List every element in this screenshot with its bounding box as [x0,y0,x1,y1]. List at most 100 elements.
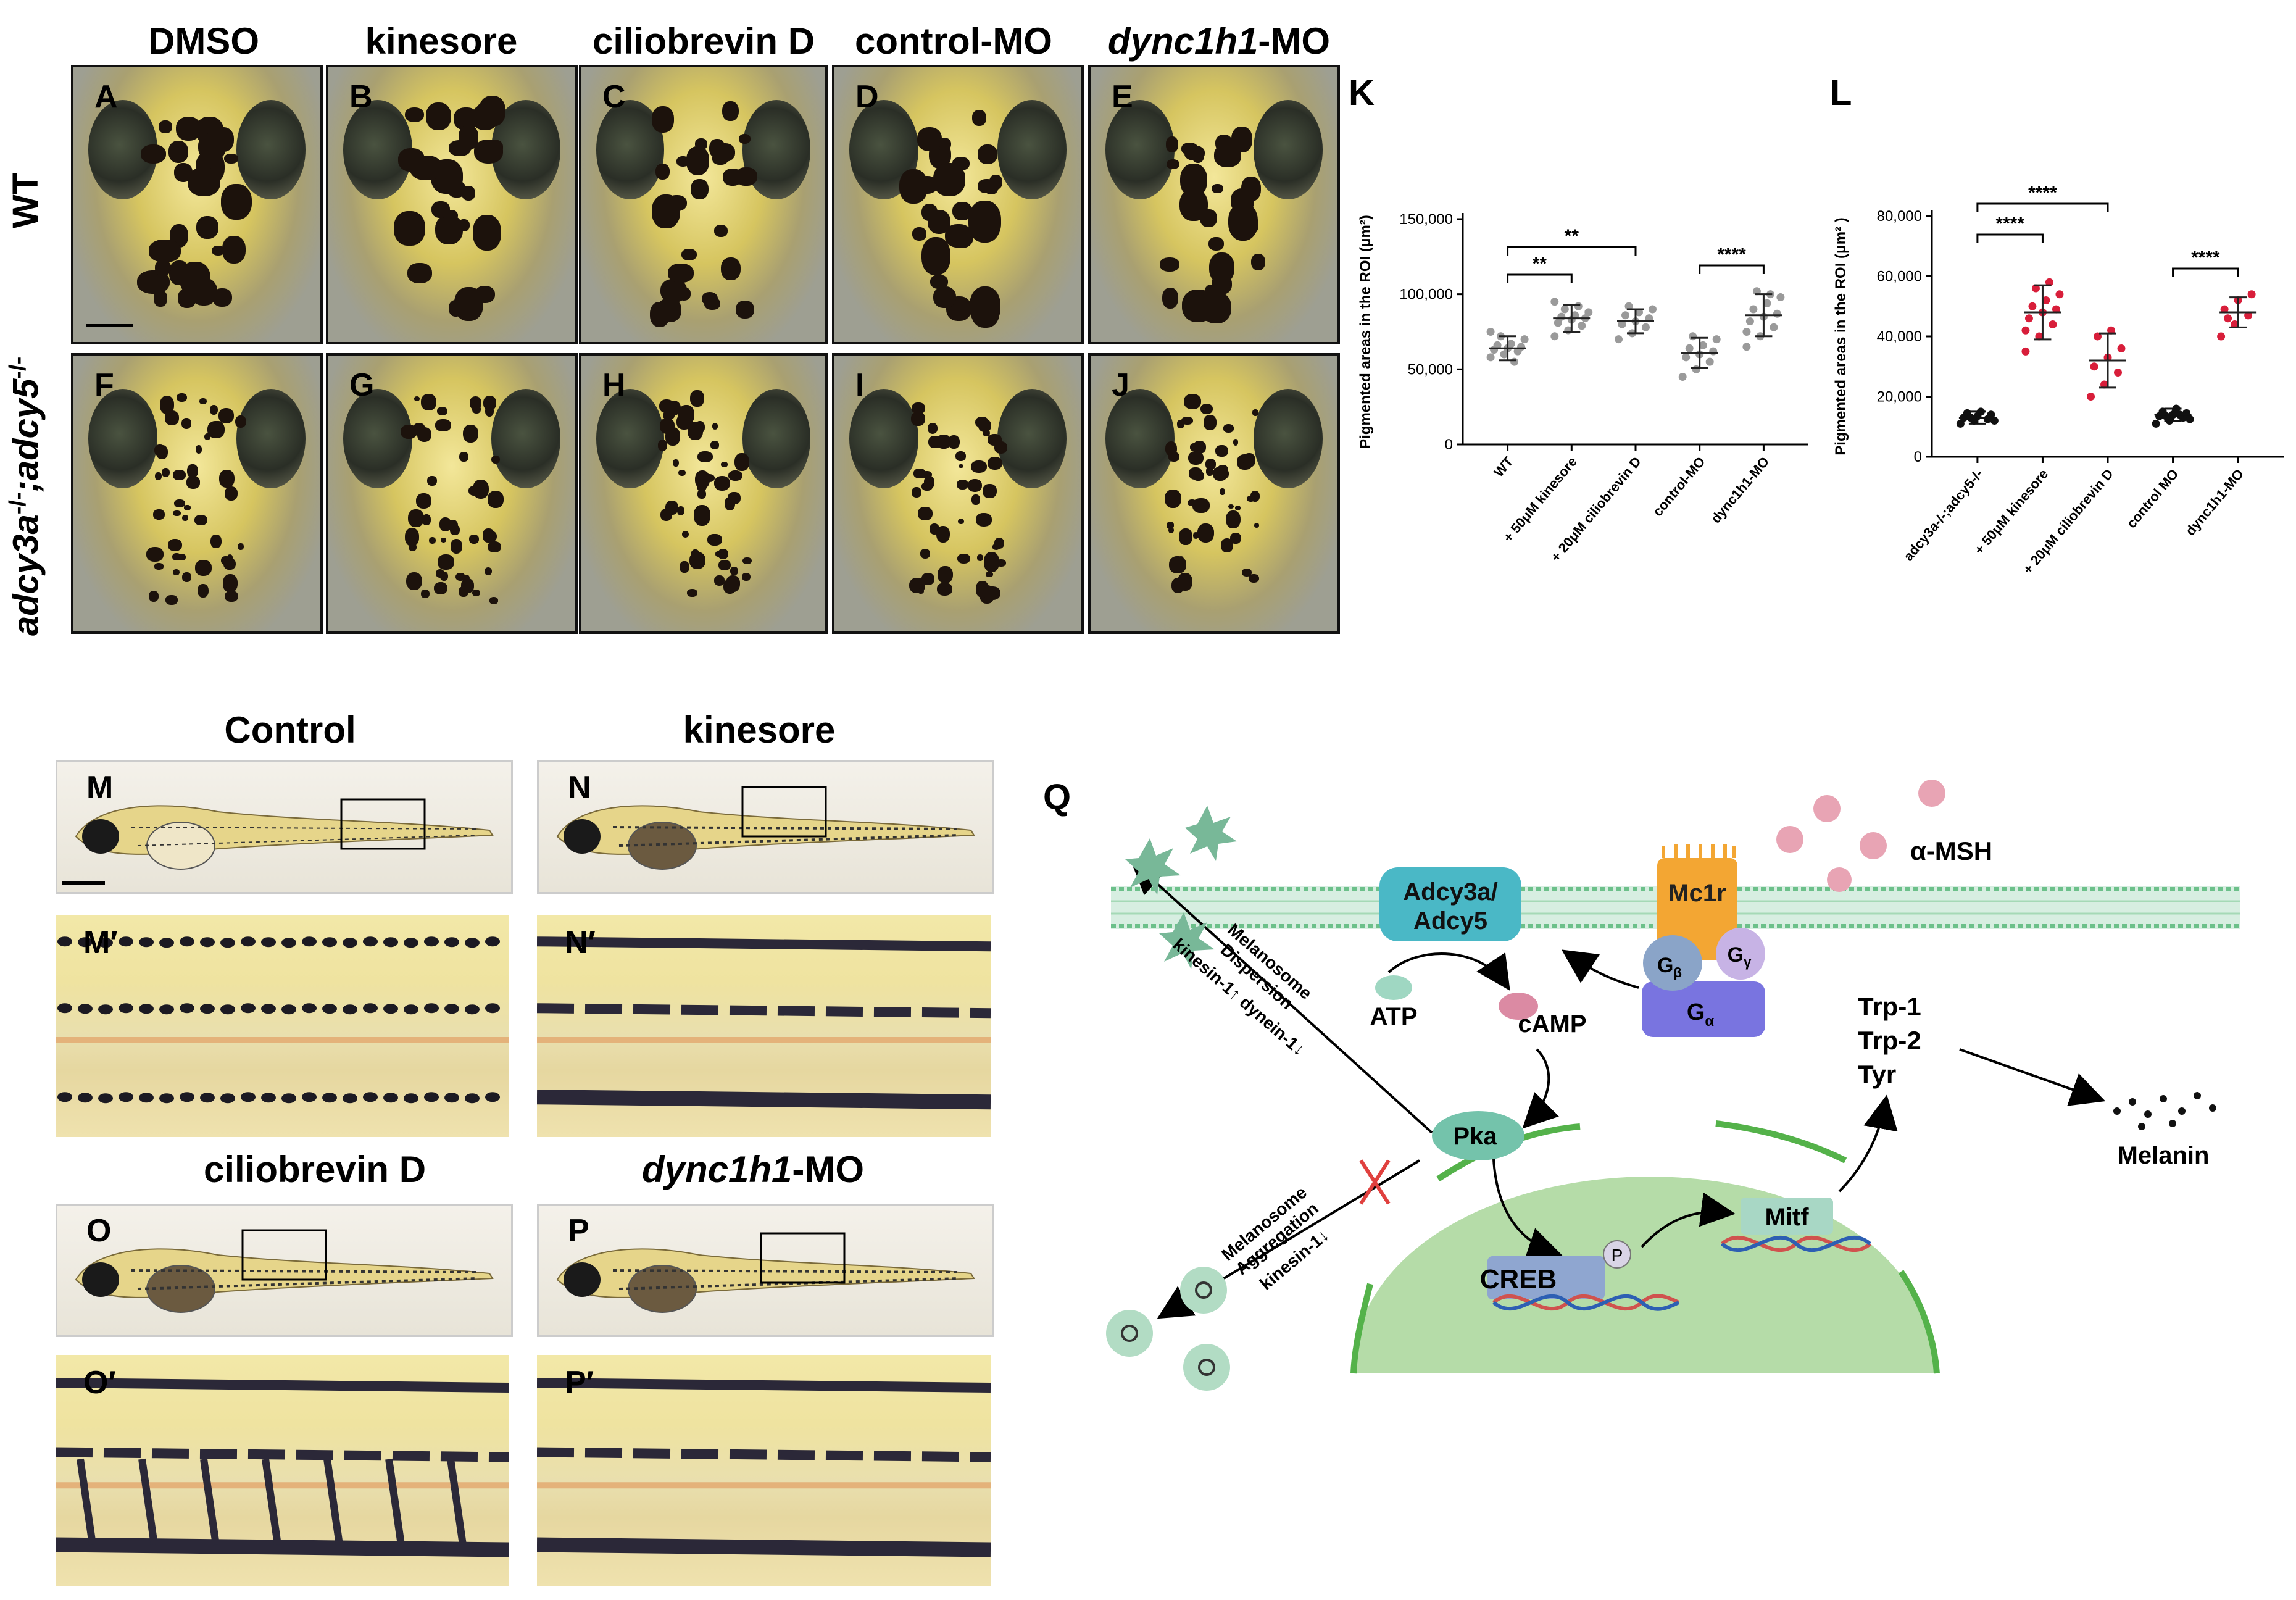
data-point [2045,278,2053,286]
data-point [1956,419,1965,428]
data-point [2035,332,2044,341]
eye-icon [236,100,306,199]
data-point [1618,320,1626,328]
data-point [2107,326,2115,335]
panel-label-a: A [94,79,118,115]
column-header-dync1h1-mo: dync1h1-MO [1107,20,1331,62]
data-point [2021,347,2030,356]
data-point [1678,373,1687,381]
data-point [1500,350,1508,359]
melanogenic-enzymes: Trp-1 Trp-2 Tyr [1858,992,1921,1089]
data-point [2021,326,2030,335]
y-tick-label: 20,000 [1877,389,1922,406]
significance-bracket [1507,273,1573,283]
data-point [1507,340,1515,348]
eye-icon [997,100,1067,199]
data-point [2220,305,2229,314]
data-point [2186,415,2194,423]
head-image-panel-d [832,65,1084,344]
mitf-complex: Mitf [1721,1198,1871,1252]
data-point [1712,335,1721,344]
data-point [2042,296,2050,304]
data-point [1699,341,1707,349]
svg-text:Trp-1: Trp-1 [1858,992,1921,1021]
data-point [1574,302,1583,310]
y-tick-label: 150,000 [1399,211,1453,228]
data-point [2244,311,2253,320]
data-point [1578,322,1586,330]
eye-icon [742,388,811,488]
eye-icon [236,388,306,488]
significance-label: **** [2191,248,2220,268]
data-point [1493,341,1502,349]
data-point [2100,380,2108,389]
eye-icon [491,388,560,488]
melanin-granules [2113,1092,2216,1130]
nucleus [1352,1177,1938,1373]
data-point [2162,412,2171,420]
larva-image-panel-m [56,760,513,894]
pka-label: Pka [1453,1123,1497,1150]
panel-label-g: G [349,367,375,403]
data-point [2231,320,2239,328]
data-point [1571,311,1579,320]
significance-label: **** [1717,244,1746,265]
panel-label-l: L [1830,73,1852,113]
x-tick-label: WT [1491,454,1516,480]
data-point [1642,323,1650,331]
data-point [1987,410,1995,419]
data-point [2114,369,2122,377]
adcy-complex: Adcy3a/ Adcy5 [1379,867,1521,941]
panel-label-d: D [855,79,879,115]
data-point [1557,312,1566,321]
data-point [2152,419,2160,428]
data-point [1560,305,1569,314]
data-point [2031,284,2040,293]
head-image-panel-g [326,353,578,634]
head-image-panel-c [579,65,828,344]
svg-text:Trp-2: Trp-2 [1858,1026,1921,1055]
data-point [1520,335,1529,344]
data-point [1635,308,1643,317]
panel-label-o-prime: O′ [83,1365,116,1401]
svg-text:Gβ: Gβ [1657,954,1682,980]
atp-label: ATP [1370,1003,1417,1030]
header-control: Control [224,709,356,751]
header-ciliobrevin-bottom: ciliobrevin D [203,1149,426,1190]
data-point [1709,347,1718,356]
data-point [2090,362,2098,371]
data-point [2028,302,2037,310]
head-image-panel-e [1088,65,1340,344]
larva-image-panel-n [537,760,994,894]
eye-icon [1254,388,1323,488]
column-header-ciliobrevin: ciliobrevin D [592,20,815,62]
data-point [2224,314,2232,323]
creb-complex: CREB P [1480,1240,1680,1311]
data-point [2094,332,2102,341]
y-tick-label: 50,000 [1408,361,1453,378]
svg-text:CREB: CREB [1480,1264,1557,1294]
y-tick-label: 0 [1445,436,1453,453]
zoom-panel-p-prime [537,1355,991,1586]
dispersed-melanosomes [1125,806,1237,969]
data-point [1752,287,1761,296]
data-point [1645,314,1653,323]
panel-label-m-prime: M′ [83,925,118,960]
significance-bracket [2172,267,2239,277]
signaling-diagram: Adcy3a/ Adcy5 Mc1r Gβ Gγ Gα α-MSH ATP cA… [1106,780,2240,1391]
x-tick-label: dync1h1-MO [2182,466,2247,538]
panel-label-p: P [568,1213,589,1249]
panel-label-e: E [1112,79,1133,115]
svg-text:Gα: Gα [1687,999,1715,1030]
head-image-panel-f [71,353,323,634]
msh-label: α-MSH [1910,836,1992,865]
column-header-control-mo: control-MO [855,20,1052,62]
y-tick-label: 100,000 [1399,286,1453,303]
data-point [1486,328,1495,336]
panel-label-j: J [1112,367,1129,403]
panel-label-p-prime: P′ [565,1365,594,1401]
panel-label-i: I [855,367,865,403]
data-point [1649,305,1657,314]
zoom-panel-n-prime [537,915,991,1137]
